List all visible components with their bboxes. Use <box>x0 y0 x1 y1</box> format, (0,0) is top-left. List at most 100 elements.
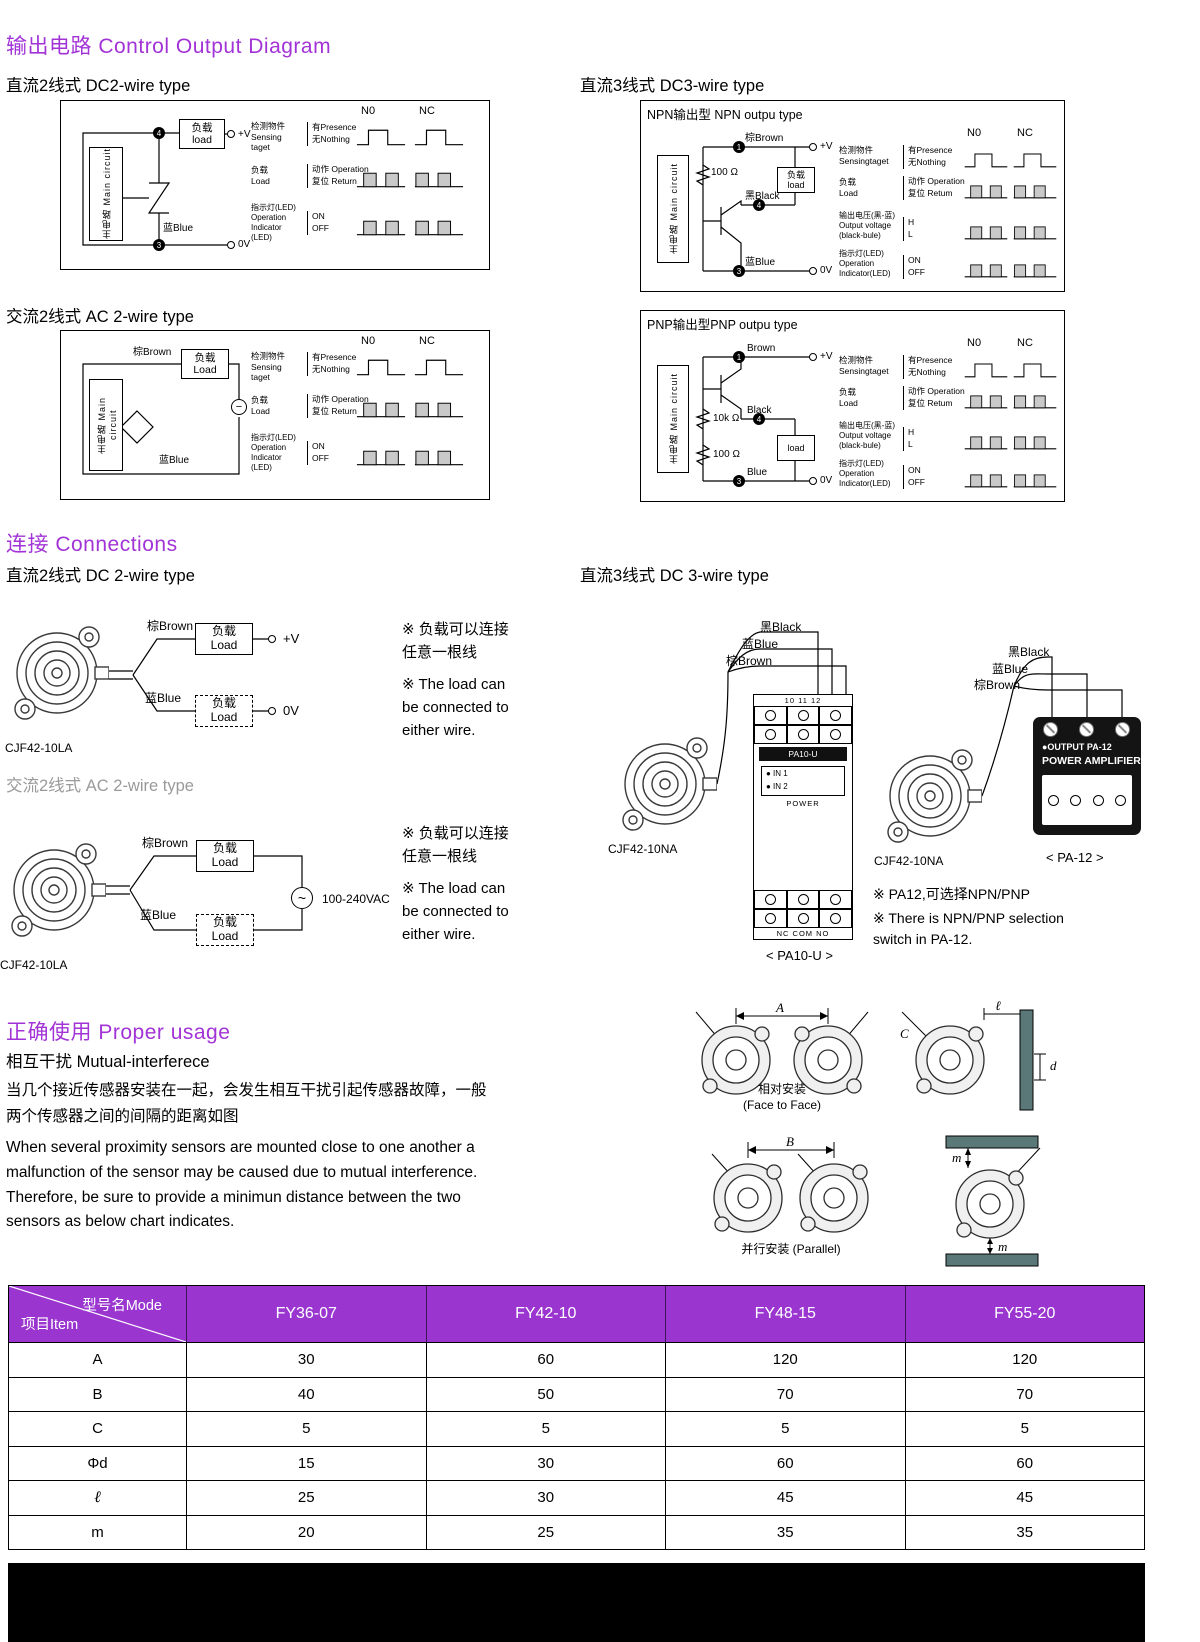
waveform-gray <box>964 436 1008 450</box>
zero-v-label: 0V <box>820 475 833 486</box>
state-return: 复位 Return <box>312 175 357 186</box>
state-l: L <box>908 228 913 239</box>
section-title-output: 输出电路 Control Output Diagram <box>6 35 332 58</box>
pa10-terminal-row <box>754 908 853 928</box>
waveform-gray <box>1013 226 1057 240</box>
pa12-name-label: POWER AMPLIFIER <box>1042 755 1141 767</box>
npn-title: NPN输出型 NPN outpu type <box>647 108 803 122</box>
state-on: ON <box>312 211 325 221</box>
ac2-circuit: 主电路 Main circuit 棕Brown 负载 Load − 蓝Blue <box>63 333 249 497</box>
pa12-module: ●OUTPUT PA-12 POWER AMPLIFIER <box>1033 717 1141 835</box>
zero-v-terminal <box>809 477 817 485</box>
pa10-power-label: POWER <box>786 798 820 808</box>
table-cell: 30 <box>425 1446 666 1480</box>
terminal-cell <box>754 908 787 928</box>
timing-led-states: ON OFF <box>307 441 329 465</box>
pa12-output-label: ●OUTPUT PA-12 <box>1042 742 1112 752</box>
note-en: ※ The load can be connected to either wi… <box>402 675 509 740</box>
waveform-pulse <box>414 129 464 146</box>
plus-v-terminal <box>227 130 235 138</box>
mutual-interference-drawing: A ℓ d C B <box>695 998 1057 1267</box>
timing-sensing-label: 检测物件 Sensing taget <box>251 351 286 383</box>
black-wire-label: 黑Black <box>760 620 802 634</box>
waveform-gray <box>1013 264 1057 278</box>
terminal-cell <box>786 889 820 909</box>
state-presence: 有Presence <box>312 352 357 362</box>
terminal-cell <box>786 725 820 745</box>
state-operation: 动作 Operation <box>908 386 965 396</box>
timing-led-states: ON OFF <box>903 255 925 279</box>
state-presence: 有Presence <box>908 355 953 365</box>
terminal-cell <box>819 908 853 928</box>
plus-v-terminal <box>809 353 817 361</box>
pa10-module: 10 11 12 PA10-U ● IN 1● IN 2 POWER NC CO… <box>753 694 853 940</box>
load-box-dashed: 负载 Load <box>195 695 253 727</box>
table-cell: 30 <box>186 1343 426 1377</box>
timing-chart-2wire: N0 NC 检测物件 Sensing taget 有Presence 无Noth… <box>251 335 489 497</box>
waveform-gray <box>964 264 1008 278</box>
row-item-label: C <box>92 1420 103 1438</box>
pin-3: 3 <box>733 265 745 277</box>
waveform-pulse <box>414 359 464 376</box>
npn-circuit: 主电路 Main circuit 100 Ω 棕Brown 黑Black 蓝Bl… <box>643 121 841 289</box>
black-wire-label: 黑Black <box>745 191 780 202</box>
row-item-label: Φd <box>87 1454 108 1472</box>
timing-led-states: ON OFF <box>903 465 925 489</box>
timing-head-nc: NC <box>1017 127 1033 139</box>
timing-load-label: 负载 Load <box>839 387 858 408</box>
plus-v-terminal <box>268 635 276 643</box>
timing-head-no: N0 <box>967 127 982 139</box>
table-cell: 40 <box>186 1377 426 1411</box>
table-cell: 120 <box>904 1343 1145 1377</box>
main-circuit-box: 主电路 Main circuit <box>657 365 689 473</box>
note-en: ※ The load can be connected to either wi… <box>402 879 509 944</box>
table-cell: 120 <box>665 1343 905 1377</box>
main-circuit-label: 主电路 Main circuit <box>96 396 118 454</box>
table-row: C 5 5 5 5 <box>9 1411 1144 1446</box>
column-header: FY36-07 <box>186 1286 426 1342</box>
plus-v-label: +V <box>283 631 300 646</box>
waveform-gray <box>1013 185 1057 199</box>
pa10-terminal-numbers: 10 11 12 <box>784 696 822 705</box>
waveform-gray <box>964 226 1008 240</box>
blue-wire-label: 蓝Blue <box>163 223 194 234</box>
dc2-type-label: 直流2线式 DC2-wire type <box>6 77 191 95</box>
pa12-terminal-panel <box>1042 775 1132 825</box>
ac2-output-diagram: 主电路 Main circuit 棕Brown 负载 Load − 蓝Blue … <box>60 330 490 500</box>
waveform-pulse <box>356 359 406 376</box>
table-cell: 5 <box>425 1412 666 1446</box>
state-on: ON <box>312 441 325 451</box>
brown-wire-label: 棕Brown <box>974 678 1021 692</box>
screw-terminal <box>1115 722 1130 737</box>
column-header: FY55-20 <box>904 1286 1145 1342</box>
state-off: OFF <box>908 476 925 487</box>
timing-sensing-label: 检测物件 Sensingtaget <box>839 355 889 376</box>
table-row: A 30 60 120 120 <box>9 1342 1144 1377</box>
zero-v-label: 0V <box>283 703 299 718</box>
proximity-sensor-icon <box>887 749 982 843</box>
screw-terminal <box>1043 722 1058 737</box>
state-h: H <box>908 217 915 227</box>
note-cn: ※ 负载可以连接 任意一根线 <box>402 621 509 662</box>
resistor-100-label: 100 Ω <box>711 167 738 178</box>
state-operation: 动作 Operation <box>908 176 965 186</box>
load-box: load <box>777 435 815 461</box>
state-operation: 动作 Operation <box>312 164 369 174</box>
pin-3: 3 <box>153 239 165 251</box>
conn-ac2-label: 交流2线式 AC 2-wire type <box>6 777 194 795</box>
terminal-hole <box>1047 794 1059 806</box>
timing-led-label: 指示灯(LED) Operation Indicator(LED) <box>839 249 891 278</box>
pa12-caption: < PA-12 > <box>1046 850 1104 865</box>
waveform-gray <box>356 220 406 236</box>
load-box-solid: 负载 Load <box>196 840 254 872</box>
waveform-gray <box>964 395 1008 409</box>
terminal-cell <box>819 889 853 909</box>
table-cell: 5 <box>904 1412 1145 1446</box>
section-title-connections: 连接 Connections <box>6 533 178 556</box>
state-nothing: 无Nothing <box>908 156 946 167</box>
conn-dc2-label: 直流2线式 DC 2-wire type <box>6 567 195 585</box>
main-circuit-label: 主电路 Main circuit <box>101 148 112 240</box>
state-presence: 有Presence <box>908 145 953 155</box>
pa10-terminal-row <box>754 725 853 745</box>
timing-head-no: N0 <box>967 337 982 349</box>
